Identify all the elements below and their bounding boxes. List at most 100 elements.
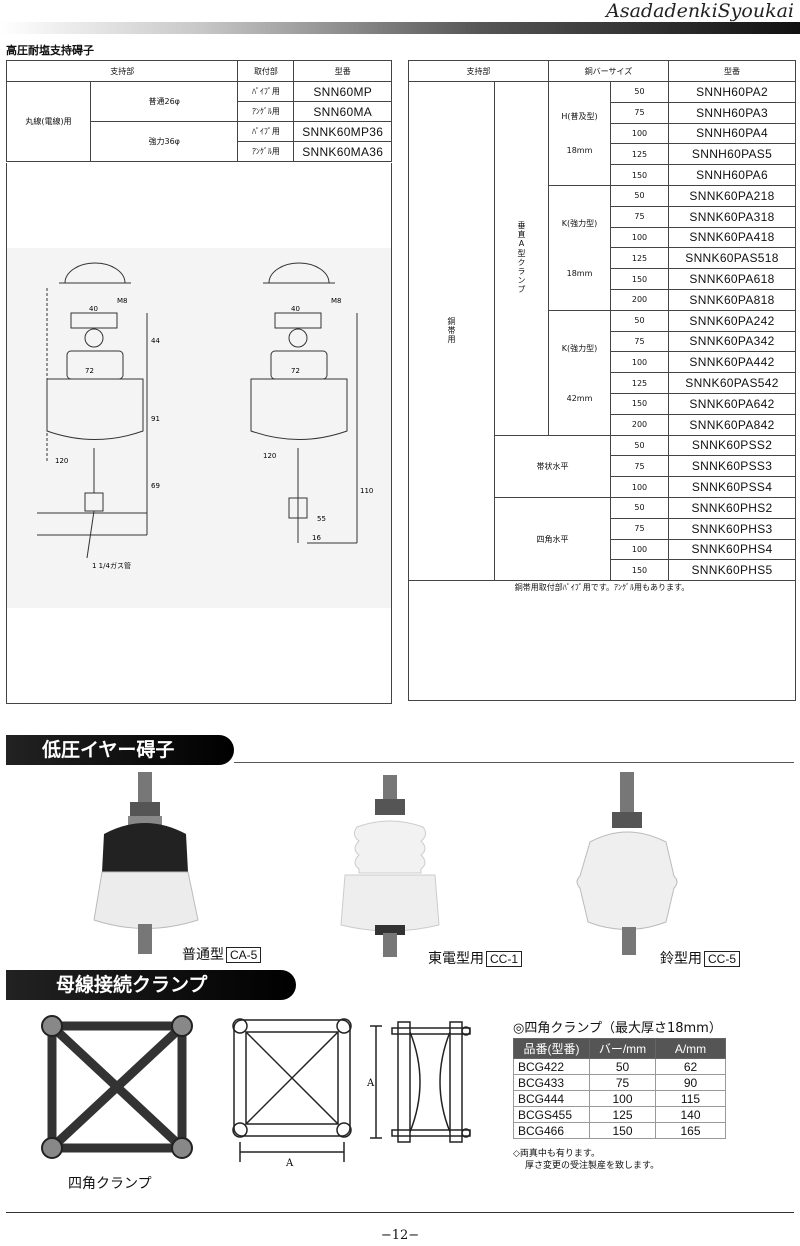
bar-size-cell: 150 <box>610 268 669 290</box>
model-cell: SNNH60PA6 <box>668 164 796 186</box>
model-cell: SNNH60PAS5 <box>668 143 796 166</box>
bar-cell: 75 <box>589 1074 656 1091</box>
mount-cell: ｱﾝｸﾞﾙ用 <box>237 101 295 122</box>
label-110: 110 <box>360 487 373 495</box>
part-cell: BCG466 <box>513 1122 590 1139</box>
bar-size-cell: 100 <box>610 122 669 145</box>
insulator-cc1-image <box>340 775 440 957</box>
right-table-note: 銅帯用取付部ﾊﾟｲﾌﾟ用です。ｱﾝｸﾞﾙ用もあります。 <box>514 583 690 592</box>
label-120: 120 <box>263 452 276 460</box>
bar-size-cell: 50 <box>610 434 669 457</box>
model-cell: SNNK60PA442 <box>668 351 796 374</box>
insulator-code: CC-1 <box>486 951 523 967</box>
model-cell: SNNK60PA818 <box>668 288 796 311</box>
horizontal-label: 帯状水平 <box>494 434 611 498</box>
model-cell: SNNH60PA4 <box>668 122 796 145</box>
model-cell: SNN60MP <box>293 81 392 102</box>
dim-a-label: A <box>366 1078 375 1089</box>
model-cell: SNNK60MP36 <box>293 121 392 142</box>
footer-divider <box>6 1212 794 1213</box>
model-cell: SNNK60PHS5 <box>668 559 796 582</box>
model-cell: SNNK60PA842 <box>668 413 796 436</box>
model-cell: SNNK60PSS4 <box>668 476 796 498</box>
horizontal-label: 四角水平 <box>494 496 611 582</box>
model-cell: SNNH60PA3 <box>668 101 796 124</box>
label-16: 16 <box>312 534 321 542</box>
model-cell: SNNK60PHS2 <box>668 496 796 519</box>
square-clamp-front-drawing: A <box>232 1018 352 1169</box>
bar-size-cell: 100 <box>610 476 669 498</box>
part-cell: BCGS455 <box>513 1106 590 1123</box>
outer-label: 銅帯用 <box>408 80 495 582</box>
model-cell: SNNK60PHS4 <box>668 538 796 561</box>
a-cell: 140 <box>655 1106 726 1123</box>
bar-size-cell: 100 <box>610 351 669 374</box>
label-m8: M8 <box>117 297 128 305</box>
bar-size-cell: 50 <box>610 81 669 103</box>
clamp-note-1: ◇両真中も有ります。 <box>513 1149 601 1159</box>
bar-size-cell: 200 <box>610 288 669 311</box>
model-cell: SNNK60PA618 <box>668 268 796 290</box>
group-type: K(強力型) 18mm <box>548 184 611 311</box>
model-cell: SNNK60PAS518 <box>668 247 796 270</box>
bar-size-cell: 125 <box>610 372 669 394</box>
bar-size-cell: 125 <box>610 247 669 270</box>
a-cell: 62 <box>655 1058 726 1075</box>
bar-size-cell: 75 <box>610 101 669 124</box>
bar-size-cell: 150 <box>610 392 669 415</box>
col-header-part: 品番(型番) <box>513 1038 590 1059</box>
insulator-cc5-image <box>576 772 678 955</box>
group-type: K(強力型) 42mm <box>548 309 611 436</box>
bar-size-cell: 50 <box>610 184 669 207</box>
insulator-code: CC-5 <box>704 951 741 967</box>
col-header-bar: バー/mm <box>589 1038 656 1059</box>
label-120: 120 <box>55 457 68 465</box>
insulator-code: CA-5 <box>226 947 262 963</box>
bar-size-cell: 100 <box>610 538 669 561</box>
model-cell: SNNK60PHS3 <box>668 517 796 540</box>
sub-label: 普通26φ <box>89 81 239 122</box>
model-cell: SNN60MA <box>293 101 392 122</box>
clamp-note-2: 厚さ変更の受注製産を致します。 <box>525 1161 660 1171</box>
label-72: 72 <box>85 367 94 375</box>
clamp-table-title: ◎四角クランプ（最大厚さ18mm） <box>513 1021 722 1036</box>
model-cell: SNNK60PAS542 <box>668 372 796 394</box>
square-clamp-side-drawing: A <box>366 1021 471 1143</box>
banner-low-voltage: 低圧イヤー碍子 <box>6 735 234 765</box>
label-pipe: 1 1/4ガス管 <box>92 561 131 570</box>
bar-size-cell: 150 <box>610 164 669 186</box>
part-cell: BCG422 <box>513 1058 590 1075</box>
label-44: 44 <box>151 337 160 345</box>
label-91: 91 <box>151 415 160 423</box>
group-type: H(普及型) 18mm <box>548 81 611 186</box>
model-cell: SNNH60PA2 <box>668 81 796 103</box>
bar-size-cell: 50 <box>610 309 669 332</box>
bar-cell: 50 <box>589 1058 656 1075</box>
insulator-name: 普通型 <box>182 947 224 963</box>
part-cell: BCG433 <box>513 1074 590 1091</box>
sub-label: 強力36φ <box>89 121 239 162</box>
model-cell: SNNK60PA418 <box>668 226 796 249</box>
col-header-model: 型番 <box>293 60 392 82</box>
group-label: 丸線(電線)用 <box>6 81 91 162</box>
square-clamp-image <box>41 1015 193 1159</box>
model-cell: SNNK60MA36 <box>293 141 392 162</box>
a-cell: 90 <box>655 1074 726 1091</box>
insulator-drawing: M8 40 72 120 44 91 69 1 1/4ガス管 M8 40 72 … <box>7 248 391 608</box>
right-spec-table: 支持部 銅バーサイズ 型番 銅帯用 垂直A型クランプ H(普及型) 18mm 5… <box>408 60 796 582</box>
bar-size-cell: 100 <box>610 226 669 249</box>
vclamp-label: 垂直A型クランプ <box>494 81 549 436</box>
a-cell: 115 <box>655 1090 726 1107</box>
drawing-frame: M8 40 72 120 44 91 69 1 1/4ガス管 M8 40 72 … <box>6 163 392 704</box>
insulator-ca5-image <box>93 772 199 954</box>
banner-underline <box>234 762 794 763</box>
brand-name: AsadadenkiSyoukai <box>600 0 794 22</box>
square-clamp-caption: 四角クランプ <box>68 1176 152 1192</box>
bar-size-cell: 75 <box>610 205 669 228</box>
